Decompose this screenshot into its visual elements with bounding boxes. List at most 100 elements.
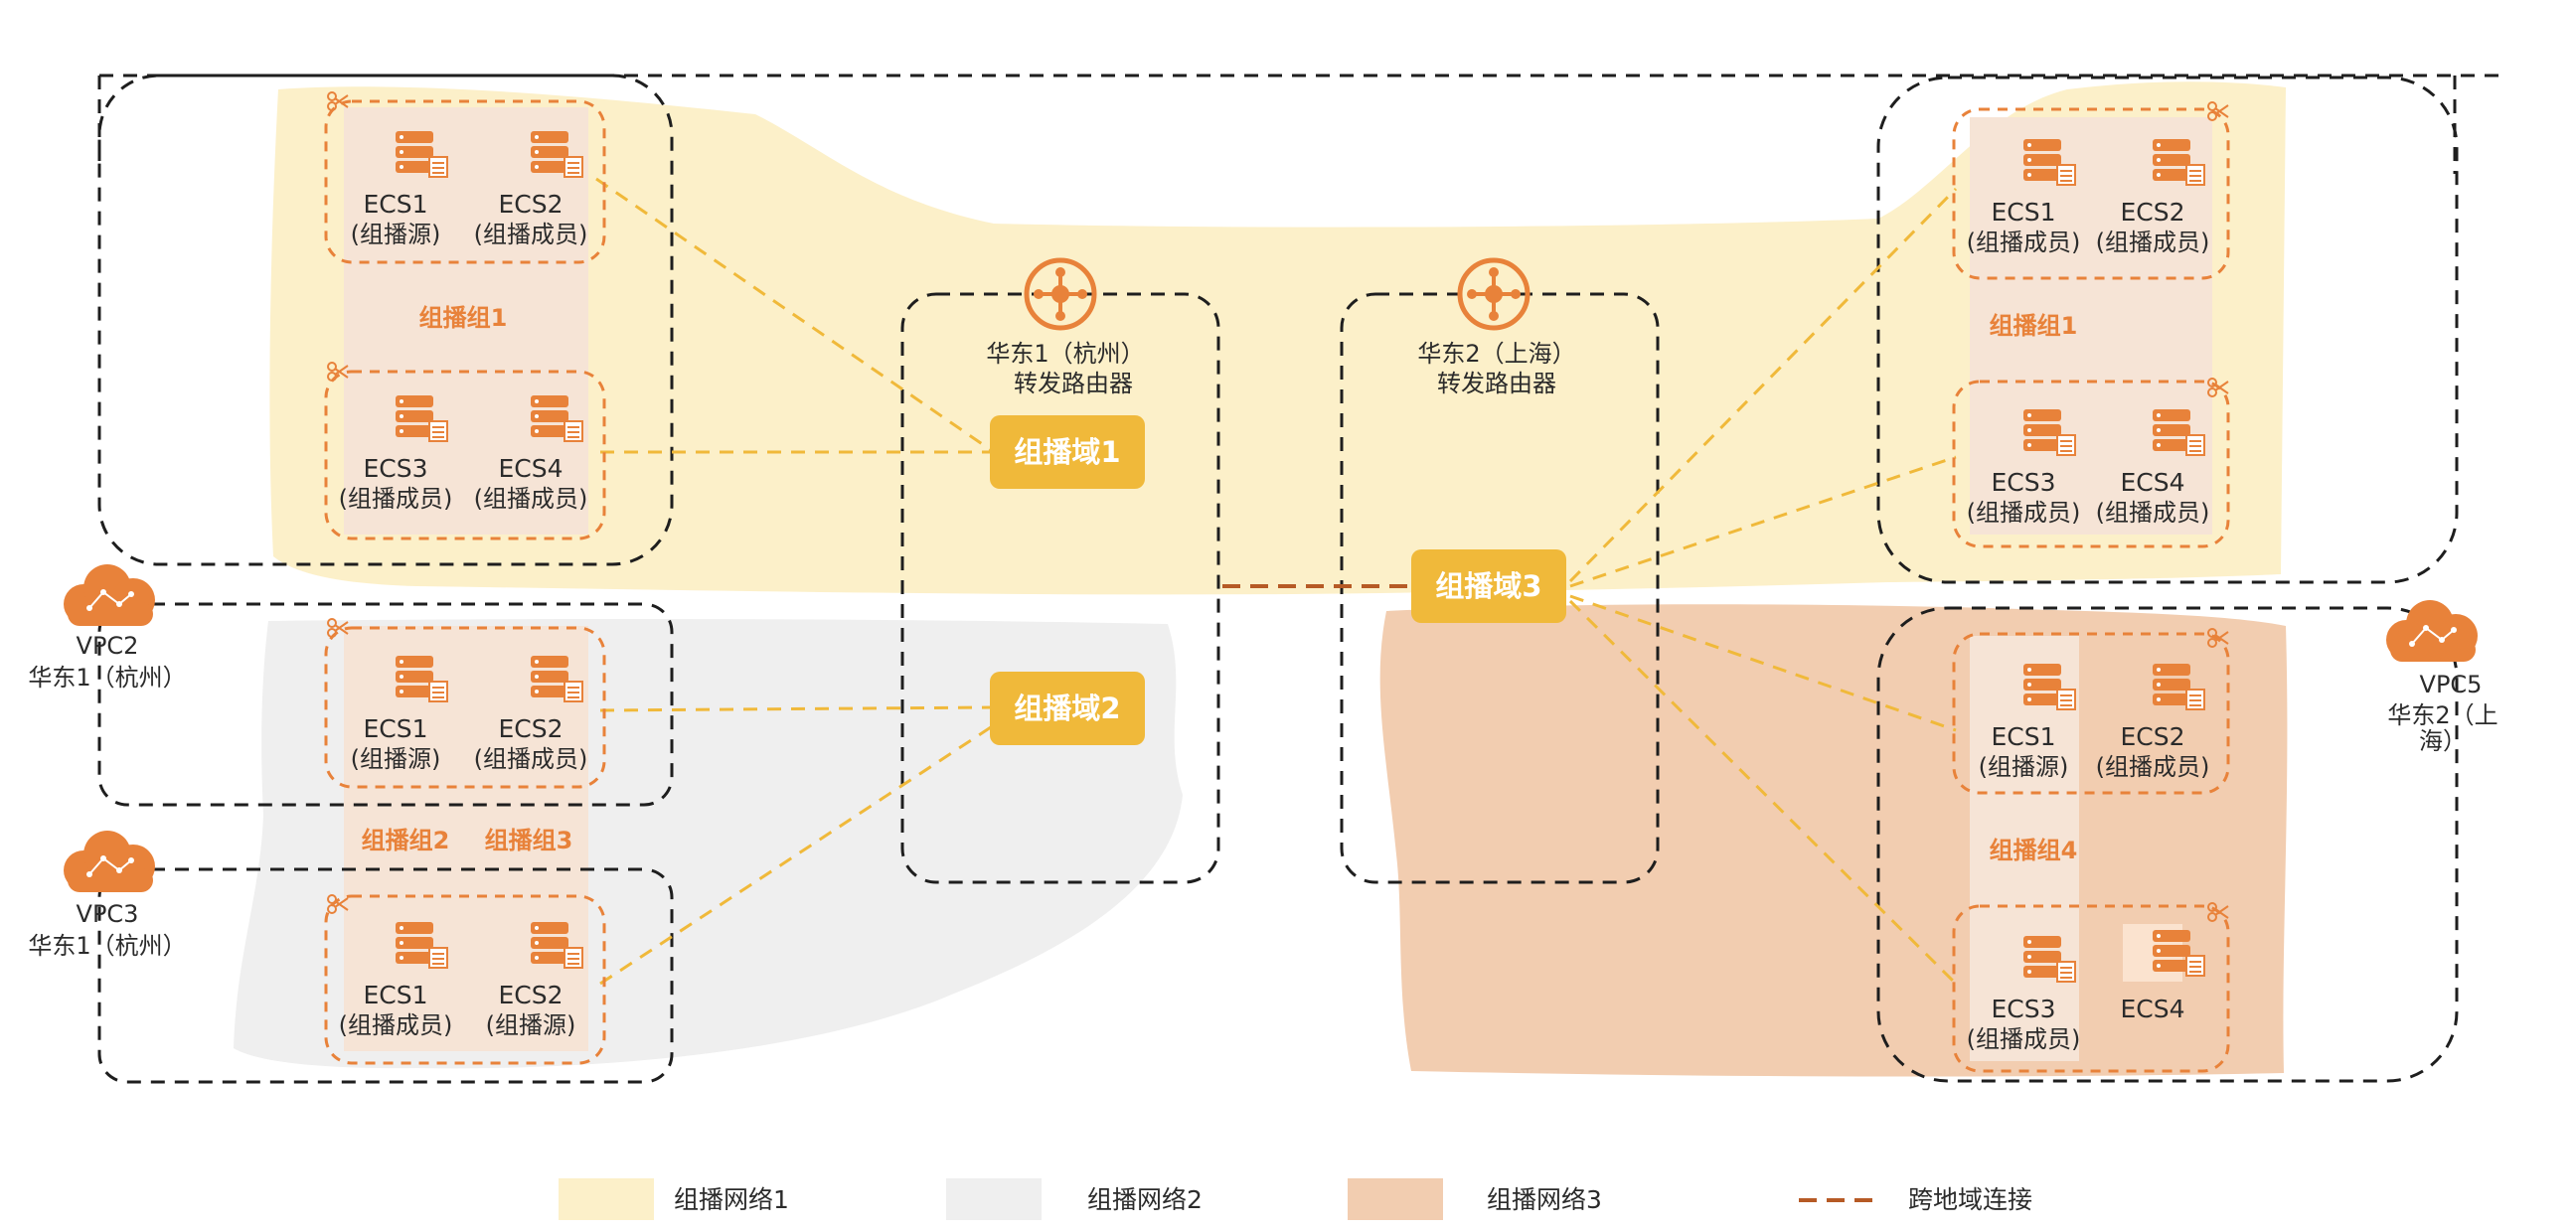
ecs-role: (组播成员) <box>474 221 588 248</box>
domain-label: 组播域3 <box>1435 569 1541 603</box>
legend-swatch <box>1348 1178 1443 1220</box>
ecs-name: ECS1 <box>1991 198 2055 227</box>
frame-b <box>324 626 606 789</box>
ecs-node-e4: ECS4 <box>2120 924 2205 1023</box>
ecs-node-a3: ECS3 (组播成员) <box>339 394 453 513</box>
legend-item-net1: 组播网络1 <box>559 1178 789 1220</box>
ecs-node-e1: ECS1 (组播源) <box>1979 663 2076 781</box>
cloud-icon <box>63 563 156 627</box>
vpc5-marker: VPC5 华东2（上 海） <box>2385 599 2498 755</box>
legend-swatch <box>559 1178 654 1220</box>
ecs-role: (组播源) <box>1979 753 2069 781</box>
router-icon <box>1027 260 1094 328</box>
legend-item-net3: 组播网络3 <box>1348 1178 1602 1220</box>
legend-label: 组播网络3 <box>1487 1185 1602 1214</box>
legend-item-cross: 跨地域连接 <box>1799 1185 2032 1214</box>
ecs-role: (组播源) <box>351 745 441 773</box>
vpc-region: 华东1（杭州） <box>28 932 186 960</box>
ecs-role: (组播成员) <box>1967 229 2081 256</box>
ecs-role: (组播源) <box>486 1011 576 1039</box>
cloud-icon <box>63 830 156 893</box>
legend-label: 跨地域连接 <box>1908 1185 2032 1214</box>
ecs-name: ECS2 <box>498 714 563 743</box>
domain-label: 组播域1 <box>1014 435 1120 469</box>
frame-d-bottom <box>1952 380 2230 548</box>
ecs-name: ECS2 <box>2120 722 2184 751</box>
cloud-icon <box>2385 599 2479 663</box>
vpc-region: 海） <box>2419 727 2467 755</box>
ecs-node-d3: ECS3 (组播成员) <box>1967 408 2081 527</box>
multicast-domain-1[interactable]: 组播域1 <box>990 415 1145 489</box>
ecs-node-e2: ECS2 (组播成员) <box>2096 663 2209 781</box>
frame-e-bottom <box>1952 904 2230 1073</box>
router-hangzhou: 华东1（杭州） 转发路由器 <box>986 260 1145 397</box>
router-shanghai: 华东2（上海） 转发路由器 <box>1417 260 1576 397</box>
vpc-name: VPC2 <box>77 632 139 660</box>
vpc4-outline <box>1876 76 2459 584</box>
vpc-name: VPC5 <box>2420 671 2483 698</box>
network-1-area <box>269 81 2287 595</box>
conn-domain3-e1 <box>1569 594 1957 732</box>
vpc2-marker: VPC2 华东1（杭州） <box>28 563 187 692</box>
vpc2-outline <box>97 602 674 807</box>
ecs-node-e3: ECS3 (组播成员) <box>1967 935 2081 1053</box>
ecs-node-c1: ECS1 (组播成员) <box>339 921 453 1039</box>
vpc-region: 华东2（上 <box>2387 701 2497 729</box>
router-type: 转发路由器 <box>1014 370 1133 397</box>
panel-left-top <box>344 107 588 535</box>
ecs-role: (组播源) <box>351 221 441 248</box>
ecs-node-a4: ECS4 (组播成员) <box>474 394 588 513</box>
ecs-name: ECS2 <box>498 190 563 219</box>
router-name: 华东2（上海） <box>1417 340 1575 368</box>
domain-box <box>1411 549 1566 623</box>
multicast-domain-3[interactable]: 组播域3 <box>1411 549 1566 623</box>
ecs-role: (组播成员) <box>474 485 588 513</box>
conn-a2-domain1 <box>595 177 995 454</box>
ecs-node-d4: ECS4 (组播成员) <box>2096 408 2209 527</box>
domain-box <box>990 672 1145 745</box>
frame-a-bottom <box>324 370 606 540</box>
ecs-role: (组播成员) <box>474 745 588 773</box>
ecs-node-c2: ECS2 (组播源) <box>486 921 583 1039</box>
multicast-domain-2[interactable]: 组播域2 <box>990 672 1145 745</box>
vpc5-outline <box>1876 606 2459 1083</box>
vpc1-outline <box>97 74 674 566</box>
frame-e-top <box>1952 632 2230 795</box>
ecs-role: (组播成员) <box>1967 1025 2081 1053</box>
ecs-name: ECS4 <box>2120 468 2184 497</box>
panel-right-top <box>1970 117 2212 535</box>
group-label: 组播组2 <box>362 827 450 854</box>
group-label: 组播组3 <box>485 827 573 854</box>
frame-d-top <box>1952 107 2230 280</box>
ecs-role: (组播成员) <box>2096 229 2210 256</box>
ecs-name: ECS1 <box>363 190 427 219</box>
ecs-name: ECS1 <box>1991 722 2055 751</box>
router-name: 华东1（杭州） <box>986 340 1144 368</box>
ecs-name: ECS3 <box>1991 468 2055 497</box>
ecs-node-d2: ECS2 (组播成员) <box>2096 138 2210 256</box>
ecs-role: (组播成员) <box>339 485 453 513</box>
legend: 组播网络1 组播网络2 组播网络3 跨地域连接 <box>559 1178 2032 1220</box>
ecs-name: ECS1 <box>363 714 427 743</box>
legend-item-net2: 组播网络2 <box>946 1178 1203 1220</box>
vpc-name: VPC3 <box>77 900 139 928</box>
conn-c2-domain2 <box>599 723 995 986</box>
legend-swatch <box>946 1178 1042 1220</box>
ecs-node-a2: ECS2 (组播成员) <box>474 130 588 248</box>
conn-domain3-d1 <box>1568 187 1958 583</box>
conn-b2-domain2 <box>599 705 993 712</box>
router-type: 转发路由器 <box>1437 370 1556 397</box>
ecs-node-b2: ECS2 (组播成员) <box>474 655 588 773</box>
legend-label: 组播网络2 <box>1087 1185 1203 1214</box>
group-label: 组播组1 <box>419 304 508 332</box>
ecs-role: (组播成员) <box>1967 499 2081 527</box>
vpc3-marker: VPC3 华东1（杭州） <box>28 830 187 960</box>
conn-domain3-e3 <box>1568 599 1958 986</box>
ecs-role: (组播成员) <box>339 1011 453 1039</box>
group-label: 组播组4 <box>1990 837 2078 864</box>
legend-label: 组播网络1 <box>674 1185 789 1214</box>
ecs-name: ECS4 <box>498 454 563 483</box>
ecs-frames <box>324 99 2230 1073</box>
domain-label: 组播域2 <box>1014 692 1120 725</box>
